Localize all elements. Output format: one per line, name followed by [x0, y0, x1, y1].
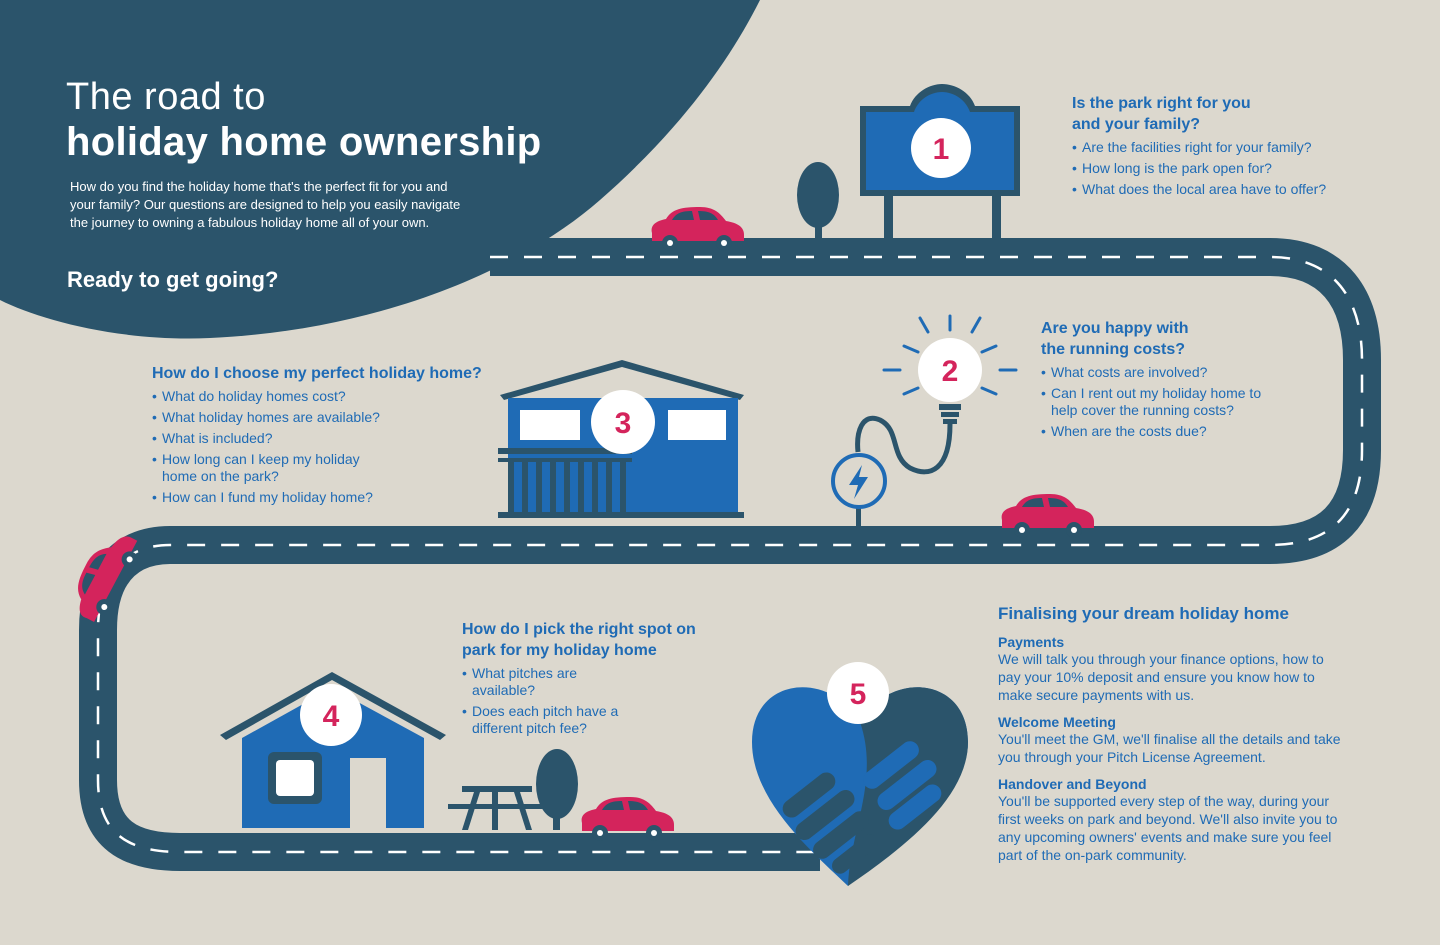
title-line-2: holiday home ownership — [66, 120, 542, 164]
question-item: What costs are involved? — [1041, 364, 1291, 381]
step-3-block: How do I choose my perfect holiday home?… — [152, 363, 512, 510]
question-item: Are the facilities right for your family… — [1072, 139, 1392, 156]
question-item: How can I fund my holiday home? — [152, 489, 392, 506]
electric-plug-icon — [831, 453, 887, 528]
payments-text: We will talk you through your finance op… — [998, 651, 1324, 703]
lightbulb-glass — [918, 338, 982, 402]
tree-icon — [536, 749, 578, 830]
question-item: How long is the park open for? — [1072, 160, 1392, 177]
question-item: What pitches are available? — [462, 665, 632, 699]
holiday-home-icon — [498, 360, 744, 518]
title-line-1: The road to — [66, 76, 266, 118]
step-3-title: How do I choose my perfect holiday home? — [152, 365, 482, 382]
payments-heading: Payments — [998, 634, 1065, 650]
step-number-5: 5 — [850, 678, 867, 711]
lightbulb-base — [939, 404, 961, 424]
car-icon — [78, 536, 138, 623]
step-1-block: Is the park right for you and your famil… — [1072, 93, 1392, 202]
welcome-meeting-text: You'll meet the GM, we'll finalise all t… — [998, 731, 1341, 765]
step-2-block: Are you happy with the running costs? Wh… — [1041, 318, 1291, 444]
step-1-title-line-2: and your family? — [1072, 116, 1201, 133]
question-item: How long can I keep my holiday home on t… — [152, 451, 392, 485]
cabin-icon — [220, 672, 446, 828]
lightbulb-icon — [882, 314, 1018, 396]
step-4-block: How do I pick the right spot on park for… — [462, 619, 752, 741]
step-number-4: 4 — [323, 700, 340, 733]
step-5-title: Finalising your dream holiday home — [998, 604, 1289, 623]
step-number-1: 1 — [933, 133, 950, 166]
question-item: Does each pitch have a different pitch f… — [462, 703, 632, 737]
road — [79, 238, 1381, 871]
question-item: What holiday homes are available? — [152, 409, 392, 426]
step-5-block: Finalising your dream holiday home Payme… — [998, 603, 1343, 864]
car-icon — [581, 797, 674, 841]
handshake-heart-icon — [752, 662, 968, 886]
handover-heading: Handover and Beyond — [998, 776, 1147, 792]
handover-text: You'll be supported every step of the wa… — [998, 793, 1338, 863]
intro-cta: Ready to get going? — [67, 267, 279, 292]
intro-backdrop — [0, 0, 760, 339]
step-2-title-line-2: the running costs? — [1041, 341, 1185, 358]
intro-paragraph: How do you find the holiday home that's … — [70, 179, 461, 230]
tree-icon — [797, 162, 839, 240]
welcome-meeting-heading: Welcome Meeting — [998, 714, 1116, 730]
question-item: What is included? — [152, 430, 392, 447]
question-item: When are the costs due? — [1041, 423, 1291, 440]
question-item: What does the local area have to offer? — [1072, 181, 1392, 198]
park-sign-icon — [860, 84, 1020, 240]
picnic-table-icon — [448, 786, 546, 830]
step-4-title-line-2: park for my holiday home — [462, 642, 657, 659]
step-number-3: 3 — [615, 407, 632, 440]
question-item: What do holiday homes cost? — [152, 388, 392, 405]
power-cable — [855, 415, 953, 475]
step-2-title-line-1: Are you happy with — [1041, 320, 1189, 337]
step-4-title-line-1: How do I pick the right spot on — [462, 621, 696, 638]
car-icon — [1001, 494, 1094, 538]
question-item: Can I rent out my holiday home to help c… — [1041, 385, 1291, 419]
step-1-title-line-1: Is the park right for you — [1072, 95, 1251, 112]
car-icon — [651, 207, 744, 251]
step-number-2: 2 — [942, 355, 959, 388]
